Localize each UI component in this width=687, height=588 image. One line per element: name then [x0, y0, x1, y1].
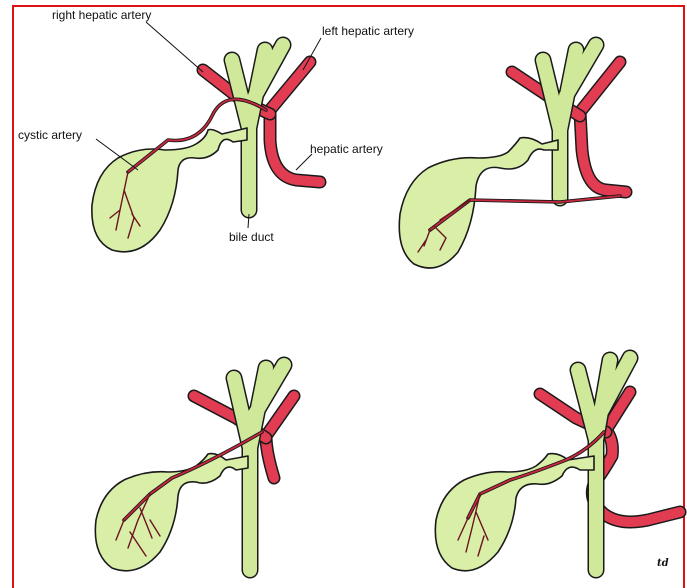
variant-1-normal-course — [92, 45, 320, 252]
pointer-right-hepatic — [146, 22, 203, 72]
label-cystic-artery: cystic artery — [18, 128, 82, 142]
label-left-hepatic-artery: left hepatic artery — [322, 24, 414, 38]
variant-2-long-cystic-artery — [399, 45, 626, 268]
label-hepatic-artery: hepatic artery — [310, 142, 383, 156]
artist-signature: td — [657, 558, 669, 569]
pointer-hepatic — [296, 154, 312, 170]
variant-3-cystic-from-left-hepatic — [95, 365, 294, 571]
variant-4-tortuous-hepatic-artery — [435, 358, 680, 571]
label-right-hepatic-artery: right hepatic artery — [52, 8, 151, 22]
label-bile-duct: bile duct — [229, 230, 274, 244]
